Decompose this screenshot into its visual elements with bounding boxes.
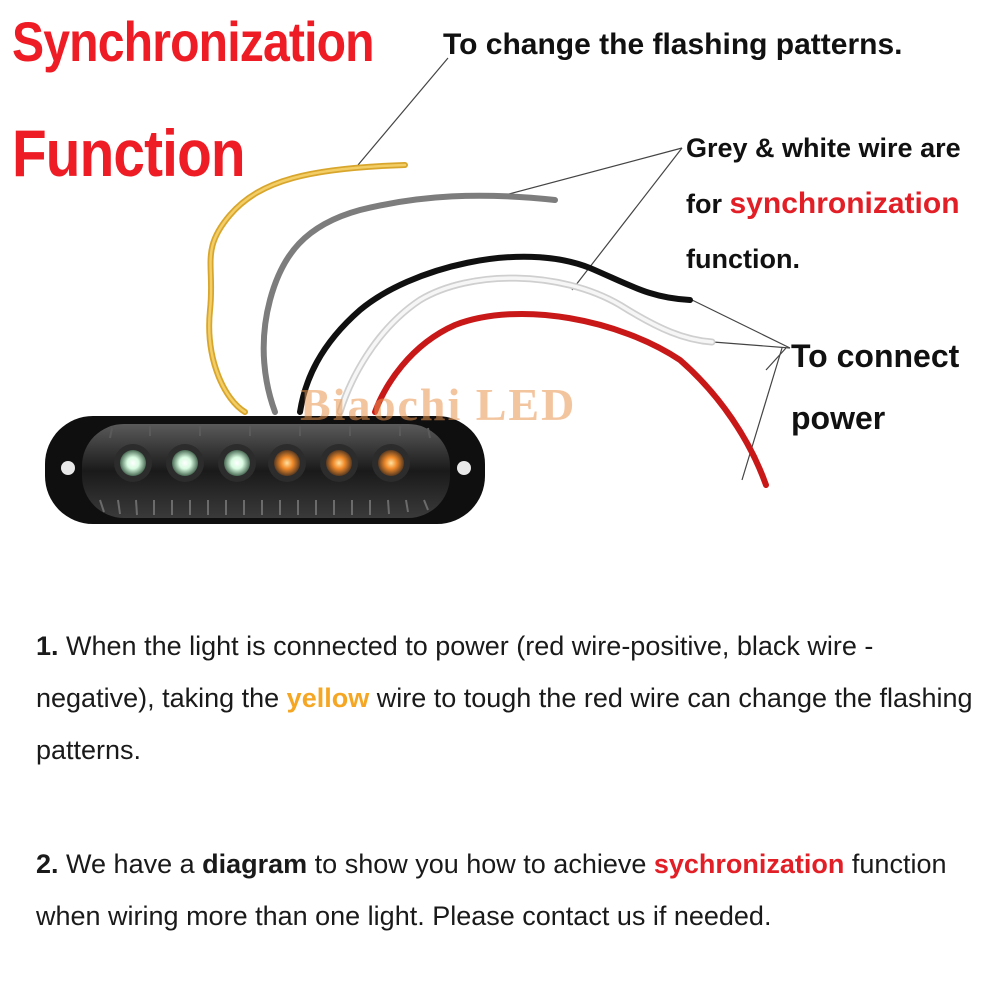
note-1: 1. When the light is connected to power … xyxy=(36,620,986,776)
light-housing xyxy=(45,416,485,524)
page-title-line1: Synchronization xyxy=(12,10,375,73)
page-title-line2: Function xyxy=(12,116,246,190)
note-2-bold: diagram xyxy=(202,849,308,879)
note-2-number: 2. xyxy=(36,849,59,879)
note-2-text-c: function when wiring more than one light… xyxy=(36,849,947,931)
led-amber-3 xyxy=(372,444,410,482)
note-1-highlight: yellow xyxy=(286,683,370,713)
black-wire xyxy=(297,253,693,415)
led-amber-1 xyxy=(268,444,306,482)
callout-sync-line2: for synchronization xyxy=(686,189,960,219)
led-white-3 xyxy=(218,444,256,482)
callout-power-line1: To connect xyxy=(791,338,960,374)
leader-lines xyxy=(357,57,791,481)
wires xyxy=(206,162,769,488)
callout-flashing-patterns: To change the flashing patterns. xyxy=(443,28,903,61)
led-white-1 xyxy=(114,444,152,482)
note-1-number: 1. xyxy=(36,631,59,661)
note-2-text-b: to show you how to achieve xyxy=(307,849,654,879)
yellow-wire xyxy=(206,162,408,415)
note-2: 2. We have a diagram to show you how to … xyxy=(36,838,986,942)
watermark-logo: Biaochi LED xyxy=(300,379,577,430)
note-1-text-a: When the light is connected to power (re… xyxy=(36,631,874,713)
callout-sync-line1: Grey & white wire are xyxy=(686,133,961,163)
callout-sync-line3: function. xyxy=(686,244,800,274)
callout-power-line2: power xyxy=(791,400,886,436)
red-wire xyxy=(372,310,769,488)
led-amber-2 xyxy=(320,444,358,482)
callout-sync-prefix: for xyxy=(686,189,730,219)
note-2-highlight: sychronization xyxy=(653,849,845,879)
note-2-text-a: We have a xyxy=(58,849,203,879)
grey-wire xyxy=(260,192,558,415)
note-1-text-b: wire to tough the red wire can change th… xyxy=(36,683,973,765)
led-white-2 xyxy=(166,444,204,482)
callout-sync-highlight: synchronization xyxy=(729,187,960,220)
product-photo xyxy=(45,57,791,524)
